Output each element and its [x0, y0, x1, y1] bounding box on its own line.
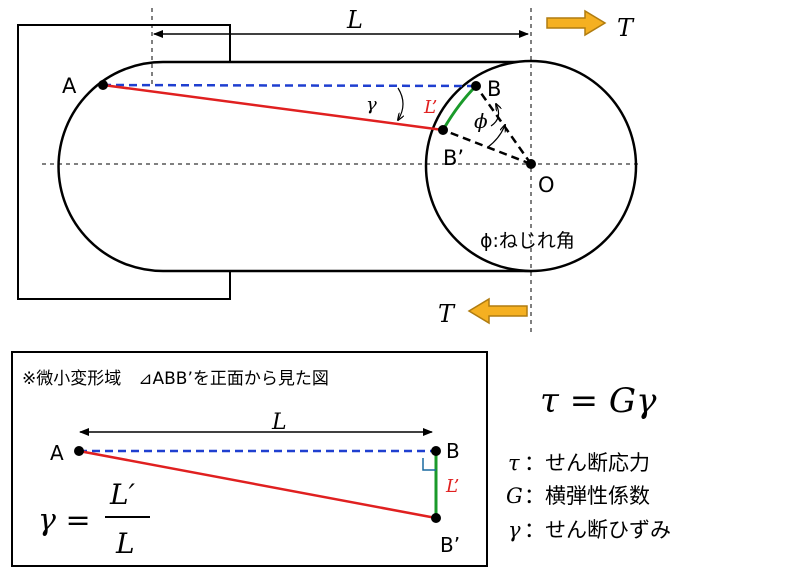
- torque-arrow-top: [546, 9, 607, 37]
- phi-symbol: ϕ: [474, 109, 488, 133]
- torque-label-bottom: T: [438, 300, 456, 328]
- cylinder-body: [57, 60, 533, 273]
- radius-ob-prime: [442, 128, 532, 166]
- formula-lhs: γ =: [38, 503, 91, 538]
- phi-angle-arc: [490, 104, 499, 127]
- right-angle-mark: [422, 458, 436, 471]
- definition-symbol: τ: [508, 451, 520, 475]
- gamma-angle-arc: [398, 87, 403, 120]
- inset-point-b-label: B: [446, 439, 460, 463]
- definition-row: γ ：せん断ひずみ: [508, 518, 671, 542]
- formula-denominator: L: [115, 527, 135, 560]
- definition-text: ：横弾性係数: [524, 484, 650, 508]
- main-equation: τ = Gγ: [540, 381, 657, 421]
- point-a-label: A: [62, 74, 77, 98]
- inset-frame: [11, 351, 488, 567]
- point-b-dot: [471, 81, 481, 91]
- line-ab: [102, 83, 477, 88]
- definition-symbol: γ: [508, 518, 521, 542]
- top-figure: L T T γ ϕ L’ A B B’ O ϕ:ねじれ角: [17, 6, 642, 332]
- torque-label-top: T: [617, 14, 635, 42]
- radius-ob: [474, 85, 533, 165]
- inset-segment-label: L’: [445, 476, 459, 497]
- phi-angle-arc-2: [487, 125, 505, 148]
- inset-figure: ※微小変形域 ⊿ABB’を正面から見た図 L A B B’ L’ γ = L′ …: [11, 351, 488, 567]
- inset-point-b-prime-dot: [431, 513, 441, 523]
- twist-angle-note: ϕ:ねじれ角: [480, 230, 575, 252]
- length-label: L: [346, 6, 363, 34]
- definition-text: ：せん断ひずみ: [524, 518, 671, 542]
- point-b-prime-label: B’: [443, 146, 464, 170]
- inset-length-label: L: [271, 410, 287, 435]
- point-a-dot: [98, 80, 108, 90]
- inset-point-b-prime-label: B’: [440, 533, 460, 557]
- point-o-label: O: [538, 173, 555, 197]
- gamma-symbol: γ: [366, 94, 377, 115]
- inset-line-ab-prime: [78, 449, 437, 520]
- definition-text: ：せん断応力: [524, 451, 650, 475]
- torque-arrow-bottom: [467, 297, 528, 325]
- point-b-prime-dot: [438, 125, 448, 135]
- inset-point-a-dot: [74, 446, 84, 456]
- point-b-label: B: [487, 77, 501, 101]
- definition-row: G ：横弾性係数: [506, 484, 650, 508]
- definition-symbol: G: [506, 484, 523, 508]
- inset-point-b-dot: [431, 446, 441, 456]
- arc-length-label: L’: [423, 97, 437, 118]
- inset-point-a-label: A: [50, 441, 64, 465]
- line-ab-prime: [102, 83, 444, 132]
- inset-caption: ※微小変形域 ⊿ABB’を正面から見た図: [22, 369, 329, 389]
- equation-panel: τ = Gγ τ ：せん断応力 G ：横弾性係数 γ ：せん断ひずみ: [506, 381, 671, 542]
- formula-numerator: L′: [109, 478, 136, 511]
- definition-row: τ ：せん断応力: [508, 451, 650, 475]
- point-o-dot: [526, 159, 536, 169]
